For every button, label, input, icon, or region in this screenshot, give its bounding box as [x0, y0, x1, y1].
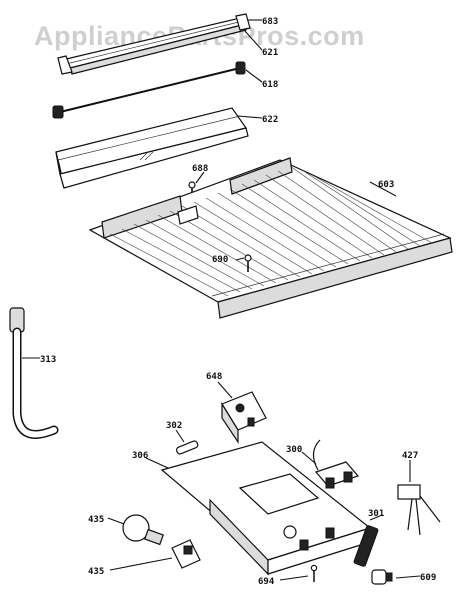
part-302-pin	[175, 440, 199, 455]
label-694: 694	[258, 577, 275, 587]
leader-609	[395, 575, 421, 579]
leader-435-socket	[109, 557, 173, 571]
leader-435-bulb	[107, 517, 125, 525]
part-435-socket	[171, 539, 201, 569]
leader-603	[369, 181, 397, 197]
leader-694	[279, 575, 309, 581]
part-306-housing	[160, 441, 372, 576]
leader-621	[243, 29, 263, 51]
label-683: 683	[262, 17, 278, 27]
label-618: 618	[262, 80, 278, 90]
part-648-control	[221, 391, 267, 444]
part-622-channel	[55, 107, 249, 189]
label-427: 427	[402, 451, 418, 461]
part-609-button	[371, 569, 393, 585]
leader-300	[301, 451, 317, 465]
leader-622	[237, 115, 263, 119]
leader-302	[175, 429, 185, 443]
label-313: 313	[40, 355, 56, 365]
leader-648	[217, 381, 233, 399]
label-435-socket: 435	[88, 567, 104, 577]
label-688: 688	[192, 164, 208, 174]
label-300: 300	[286, 445, 302, 455]
label-301: 301	[368, 509, 384, 519]
leader-301	[369, 515, 381, 521]
leader-690	[235, 257, 245, 261]
part-427-connector	[397, 484, 441, 536]
label-621: 621	[262, 48, 278, 58]
label-435-bulb: 435	[88, 515, 104, 525]
label-690: 690	[212, 255, 228, 265]
label-609: 609	[420, 573, 436, 583]
part-301-spring	[353, 525, 379, 567]
label-302: 302	[166, 421, 182, 431]
part-313-tube	[9, 307, 59, 439]
leader-688	[195, 171, 205, 184]
part-683-rail	[57, 13, 251, 75]
part-435-bulb	[122, 514, 164, 546]
part-694-screw	[310, 564, 318, 582]
part-603-shelf	[88, 157, 453, 319]
part-300-switch	[312, 439, 360, 489]
label-306: 306	[132, 451, 148, 461]
leader-306	[145, 457, 169, 469]
label-622: 622	[262, 115, 278, 125]
leader-618	[245, 69, 263, 83]
label-648: 648	[206, 372, 222, 382]
part-690-screw	[244, 254, 252, 272]
part-618-rod	[52, 61, 246, 119]
label-603: 603	[378, 180, 394, 190]
